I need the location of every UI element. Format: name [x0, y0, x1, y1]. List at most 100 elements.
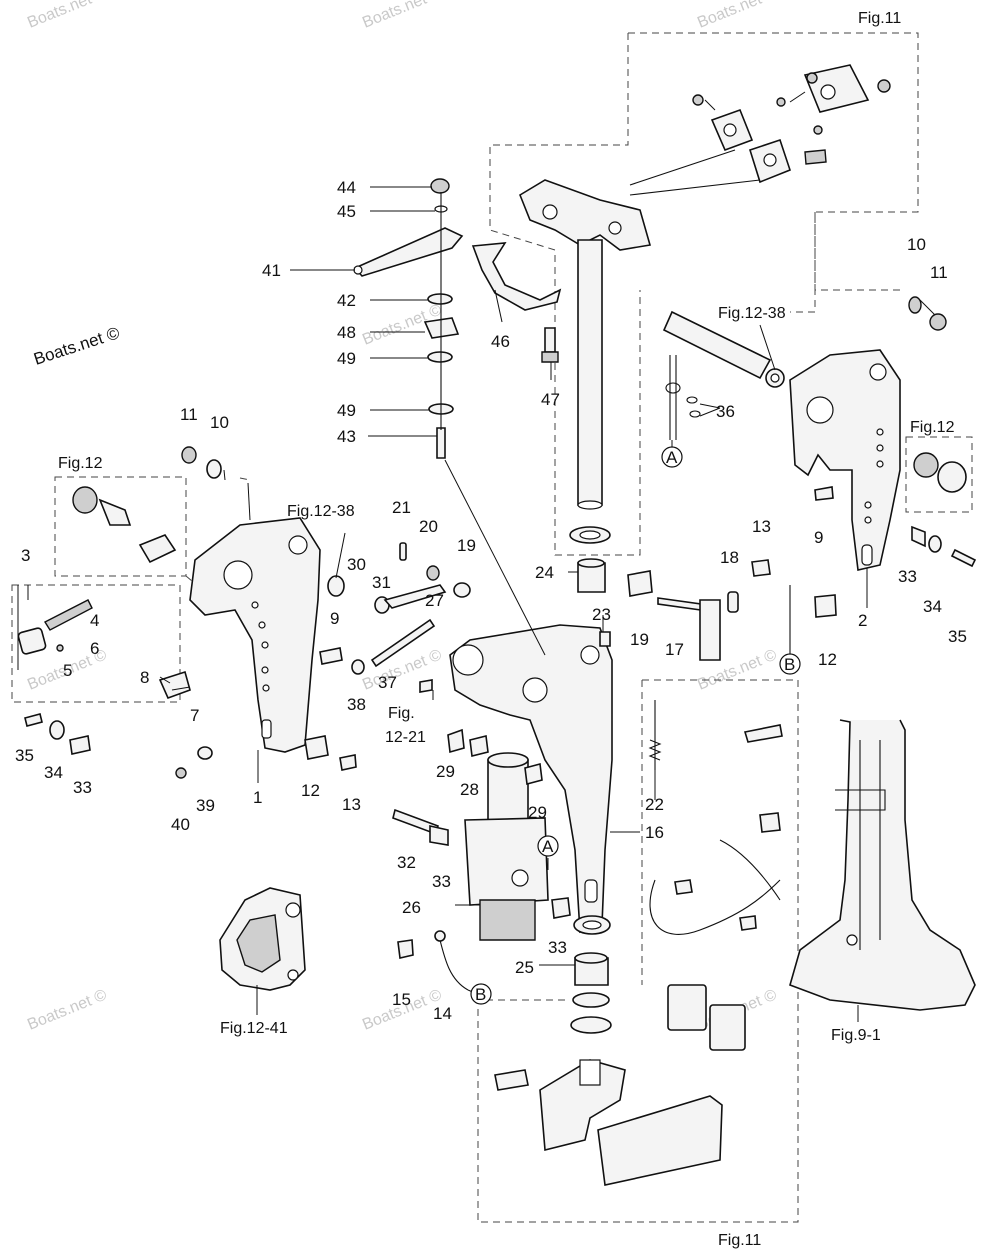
fig-ref-12-right: Fig.12 [910, 419, 955, 436]
callout-numbers: 44 45 41 42 48 49 49 43 46 47 10 11 36 9… [15, 178, 967, 1023]
callout-8: 8 [140, 668, 149, 687]
fig12-right-box [905, 436, 973, 513]
callout-13-right: 13 [752, 517, 771, 536]
leader-lines [17, 186, 936, 1022]
callout-29-right: 29 [528, 803, 547, 822]
callout-12-right: 12 [818, 650, 837, 669]
callout-9-right: 9 [814, 528, 823, 547]
callout-5: 5 [63, 661, 72, 680]
watermark: Boats.net © [25, 986, 109, 1033]
part-47 [544, 327, 556, 353]
fig-ref-11-bottom: Fig.11 [718, 1232, 761, 1249]
connector-a-bottom [537, 835, 559, 857]
callout-32: 32 [397, 853, 416, 872]
callout-19-right: 19 [630, 630, 649, 649]
part-43 [436, 427, 446, 459]
callout-19-left: 19 [457, 536, 476, 555]
callout-33-left: 33 [73, 778, 92, 797]
callout-42: 42 [337, 291, 356, 310]
part-7 [158, 670, 191, 700]
callout-44: 44 [337, 178, 356, 197]
callout-37: 37 [378, 673, 397, 692]
figure-references: Fig.11 Fig.11 Fig.12 Fig.12 Fig.12-38 Fi… [58, 10, 955, 1249]
lower-casing-outline [789, 719, 976, 1011]
part-49a [427, 351, 453, 363]
fig-ref-9-1: Fig.9-1 [831, 1027, 881, 1044]
fig-ref-12-21-line2: 12-21 [385, 729, 426, 746]
callout-36: 36 [716, 402, 735, 421]
part-6 [56, 644, 64, 652]
callout-21: 21 [392, 498, 411, 517]
connector-a-top [661, 446, 683, 468]
callout-14: 14 [433, 1004, 452, 1023]
fig-ref-11-top: Fig.11 [858, 10, 901, 27]
copyright-watermark: Boats.net © [31, 323, 122, 369]
tilt-lever-stack [353, 178, 562, 459]
callout-34-left: 34 [44, 763, 63, 782]
callout-38: 38 [347, 695, 366, 714]
connector-b-bottom-label: B [475, 985, 486, 1004]
callout-27: 27 [425, 591, 444, 610]
callout-12-left: 12 [301, 781, 320, 800]
right-clamp-bracket [662, 296, 977, 571]
callout-7: 7 [190, 706, 199, 725]
callout-9-left: 9 [330, 609, 339, 628]
part-44 [430, 178, 450, 194]
fig-ref-12-left: Fig.12 [58, 455, 103, 472]
part-41 [353, 227, 464, 277]
callout-29-left: 29 [436, 762, 455, 781]
swivel-bracket [392, 542, 837, 1034]
callout-18: 18 [720, 548, 739, 567]
connector-b-right [779, 653, 801, 675]
fig-ref-12-38-left: Fig.12-38 [287, 503, 355, 520]
callout-20: 20 [419, 517, 438, 536]
callout-2: 2 [858, 611, 867, 630]
callout-41: 41 [262, 261, 281, 280]
callout-16: 16 [645, 823, 664, 842]
callout-35-left: 35 [15, 746, 34, 765]
callout-11-right: 11 [930, 263, 948, 282]
callout-49-lower: 49 [337, 401, 356, 420]
callout-15: 15 [392, 990, 411, 1009]
callout-48: 48 [337, 323, 356, 342]
handle-fig12-41 [219, 887, 306, 991]
callout-1: 1 [253, 788, 262, 807]
watermark: Boats.net © [360, 0, 444, 32]
callout-22: 22 [645, 795, 664, 814]
part-4 [44, 599, 93, 631]
fig-ref-12-38-right: Fig.12-38 [718, 305, 786, 322]
callout-17: 17 [665, 640, 684, 659]
callout-26: 26 [402, 898, 421, 917]
callout-35-right: 35 [948, 627, 967, 646]
assembly-boundaries [11, 32, 973, 1223]
fig12-left-box [54, 476, 187, 577]
callout-25: 25 [515, 958, 534, 977]
callout-31: 31 [372, 573, 391, 592]
watermark: Boats.net © [25, 0, 109, 32]
part-46 [471, 242, 562, 311]
item3-box [11, 584, 181, 703]
callout-45: 45 [337, 202, 356, 221]
callout-28: 28 [460, 780, 479, 799]
callout-49-upper: 49 [337, 349, 356, 368]
callout-34-right: 34 [923, 597, 942, 616]
callout-33-lower: 33 [548, 938, 567, 957]
callout-11-left: 11 [180, 405, 198, 424]
connector-a-bottom-label: A [542, 837, 554, 856]
steering-arm-assembly [519, 64, 891, 544]
callout-33-mid: 33 [432, 872, 451, 891]
callout-10-right: 10 [907, 235, 926, 254]
connector-a-top-label: A [666, 448, 678, 467]
connector-markers: A B A B [470, 446, 801, 1005]
connector-b-right-label: B [784, 655, 795, 674]
part-42 [427, 293, 453, 305]
callout-40: 40 [171, 815, 190, 834]
callout-43: 43 [337, 427, 356, 446]
callout-47: 47 [541, 390, 560, 409]
lower-mount-assembly [494, 724, 783, 1186]
fig-ref-12-41: Fig.12-41 [220, 1020, 288, 1037]
fig-ref-12-21-line1: Fig. [388, 705, 415, 722]
callout-10-left: 10 [210, 413, 229, 432]
callout-39: 39 [196, 796, 215, 815]
